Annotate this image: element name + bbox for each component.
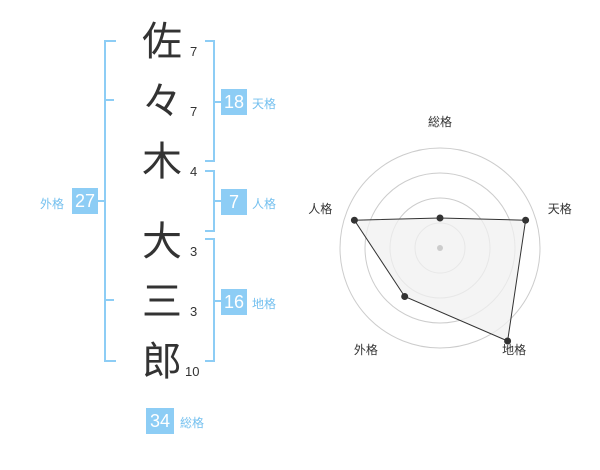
tenkaku-label: 天格 (252, 97, 277, 111)
gaikaku-connector (98, 200, 106, 202)
name-char-2: 々 (142, 79, 182, 125)
radar-axis-label-2: 天格 (548, 201, 572, 216)
stroke-count-1: 7 (190, 44, 198, 59)
radar-point-1 (436, 214, 444, 222)
jinkaku-label: 人格 (252, 197, 277, 211)
chikaku-badge: 16 (221, 289, 247, 315)
radar-center-dot (437, 245, 443, 251)
name-char-6: 郎 (142, 339, 182, 385)
tenkaku-connector (213, 101, 221, 103)
stroke-count-5: 3 (190, 304, 198, 319)
radar-polygon (353, 217, 527, 342)
name-char-1: 佐 (142, 19, 182, 65)
name-char-4: 大 (142, 219, 182, 265)
tenkaku-badge: 18 (221, 89, 247, 115)
radar-point-5 (350, 216, 358, 224)
radar-point-2 (522, 216, 530, 224)
gaikaku-label: 外格 (40, 197, 65, 211)
gaikaku-tick-2 (104, 299, 114, 301)
soukaku-badge: 34 (146, 408, 174, 434)
soukaku-label: 総格 (180, 416, 205, 430)
stroke-count-3: 4 (190, 164, 198, 179)
name-char-3: 木 (142, 139, 182, 185)
stroke-count-2: 7 (190, 104, 198, 119)
radar-point-4 (401, 293, 409, 300)
radar-axis-label-3: 地格 (502, 342, 526, 357)
stroke-count-6: 10 (185, 364, 200, 379)
radar-point-3 (504, 337, 512, 345)
radar-axis-label-5: 人格 (308, 201, 332, 216)
gaikaku-badge: 27 (72, 188, 98, 214)
gaikaku-tick-1 (104, 99, 114, 101)
radar-axis-label-4: 外格 (354, 342, 378, 357)
name-char-5: 三 (142, 279, 182, 325)
radar-axis-label-1: 総格 (428, 114, 452, 129)
chikaku-label: 地格 (252, 297, 277, 311)
chikaku-connector (213, 300, 221, 302)
stroke-count-4: 3 (190, 244, 198, 259)
jinkaku-badge: 7 (221, 189, 247, 215)
jinkaku-connector (213, 200, 221, 202)
radar-ring-4 (339, 147, 541, 349)
